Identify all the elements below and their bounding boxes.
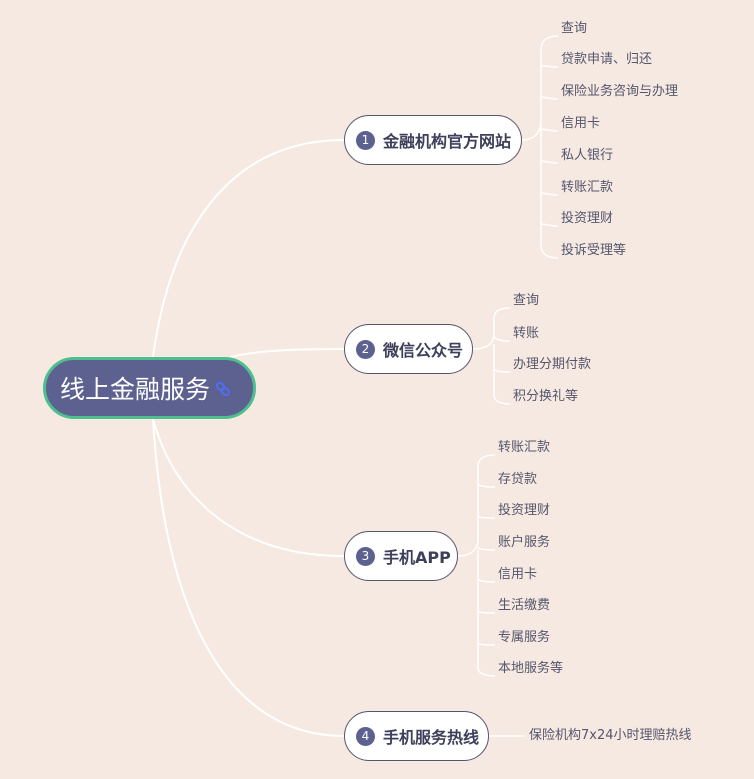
link-icon[interactable] <box>214 380 232 402</box>
root-to-branch-3-line <box>152 418 345 557</box>
branch-2-label: 微信公众号 <box>383 341 464 360</box>
branch-3-label: 手机APP <box>383 548 451 567</box>
branch-1-leaf[interactable]: 查询 <box>561 21 588 36</box>
branch-3-number-badge: 3 <box>356 546 375 566</box>
branch-1-leaf[interactable]: 投资理财 <box>561 211 614 226</box>
branch-1-leaf[interactable]: 投诉受理等 <box>561 243 627 258</box>
branch-1-leaf[interactable]: 贷款申请、归还 <box>561 52 653 67</box>
branch-2-leaf[interactable]: 办理分期付款 <box>513 357 592 372</box>
branch-1-leaf[interactable]: 私人银行 <box>561 148 614 163</box>
branch-1-number-badge: 1 <box>356 130 375 150</box>
branch-3-leaf[interactable]: 生活缴费 <box>498 598 551 613</box>
branch-topic-4[interactable]: 4 手机服务热线 <box>344 711 489 761</box>
branch-1-leaf[interactable]: 信用卡 <box>561 116 601 131</box>
branch-2-leaf-ticks <box>493 335 511 373</box>
branch-topic-2[interactable]: 2 微信公众号 <box>344 324 473 374</box>
branch-4-number-badge: 4 <box>356 726 375 746</box>
branch-1-leaf[interactable]: 保险业务咨询与办理 <box>561 84 679 99</box>
root-to-branch-4-line <box>152 418 345 737</box>
branch-3-leaf[interactable]: 投资理财 <box>498 503 551 518</box>
branch-4-leaf[interactable]: 保险机构7x24小时理赔热线 <box>529 728 692 743</box>
branch-1-leaf-ticks <box>540 65 559 227</box>
branch-2-number-badge: 2 <box>356 339 375 359</box>
branch-3-leaf[interactable]: 存贷款 <box>498 472 538 487</box>
branch-2-leaf[interactable]: 转账 <box>513 326 540 341</box>
root-topic[interactable]: 线上金融服务 <box>43 357 256 419</box>
root-to-branch-1-line <box>152 139 345 358</box>
branch-2-leaf[interactable]: 积分换礼等 <box>513 389 579 404</box>
branch-2-stem <box>472 307 511 405</box>
branch-1-label: 金融机构官方网站 <box>383 132 512 151</box>
root-topic-label: 线上金融服务 <box>60 375 211 404</box>
branch-3-leaf[interactable]: 转账汇款 <box>498 440 551 455</box>
branch-3-leaf[interactable]: 本地服务等 <box>498 661 564 676</box>
branch-topic-1[interactable]: 1 金融机构官方网站 <box>344 115 522 165</box>
branch-3-leaf-ticks <box>477 482 496 646</box>
branch-3-stem <box>457 454 496 677</box>
root-to-branch-2-line <box>229 348 345 358</box>
branch-1-stem <box>521 35 559 259</box>
branch-4-label: 手机服务热线 <box>383 728 480 747</box>
branch-topic-3[interactable]: 3 手机APP <box>344 531 458 581</box>
branch-3-leaf[interactable]: 专属服务 <box>498 630 551 645</box>
branch-1-leaf[interactable]: 转账汇款 <box>561 180 614 195</box>
branch-2-leaf[interactable]: 查询 <box>513 293 540 308</box>
branch-3-leaf[interactable]: 信用卡 <box>498 567 538 582</box>
branch-3-leaf[interactable]: 账户服务 <box>498 535 551 550</box>
